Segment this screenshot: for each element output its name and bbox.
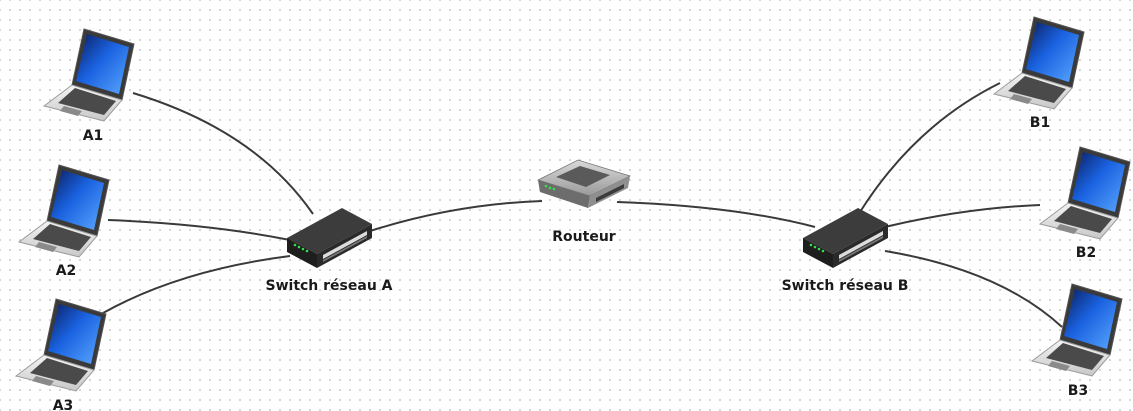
link-a1-switch-a [132, 92, 314, 215]
links [102, 82, 1063, 328]
label-a2: A2 [56, 263, 77, 279]
label-b3: B3 [1068, 383, 1088, 399]
laptop-b1[interactable] [993, 16, 1085, 110]
laptop-icon [15, 298, 107, 392]
label-a3: A3 [53, 398, 74, 411]
laptop-icon [1039, 146, 1131, 240]
link-a3-switch-a [102, 255, 291, 314]
laptop-a3[interactable] [15, 298, 107, 392]
label-router: Routeur [552, 229, 616, 245]
link-switch-b-b2 [884, 204, 1041, 228]
link-switch-a-router [369, 200, 543, 232]
link-switch-b-b3 [884, 250, 1063, 328]
laptop-icon [1031, 283, 1123, 377]
link-switch-b-b1 [859, 82, 1001, 213]
laptop-icon [43, 28, 135, 122]
label-b1: B1 [1030, 115, 1050, 131]
label-a1: A1 [83, 128, 104, 144]
switch-icon [803, 208, 888, 268]
link-a2-switch-a [107, 219, 291, 241]
laptop-icon [993, 16, 1085, 110]
laptop-a1[interactable] [43, 28, 135, 122]
link-router-switch-b [616, 201, 816, 228]
switch-b[interactable] [803, 208, 888, 268]
router-icon [537, 159, 631, 209]
label-switch-b: Switch réseau B [782, 278, 909, 294]
switch-a[interactable] [287, 208, 372, 268]
laptop-b2[interactable] [1039, 146, 1131, 240]
laptop-b3[interactable] [1031, 283, 1123, 377]
label-switch-a: Switch réseau A [266, 278, 393, 294]
switch-icon [287, 208, 372, 268]
laptop-icon [18, 164, 110, 258]
label-b2: B2 [1076, 245, 1096, 261]
laptop-a2[interactable] [18, 164, 110, 258]
router[interactable] [537, 159, 631, 209]
